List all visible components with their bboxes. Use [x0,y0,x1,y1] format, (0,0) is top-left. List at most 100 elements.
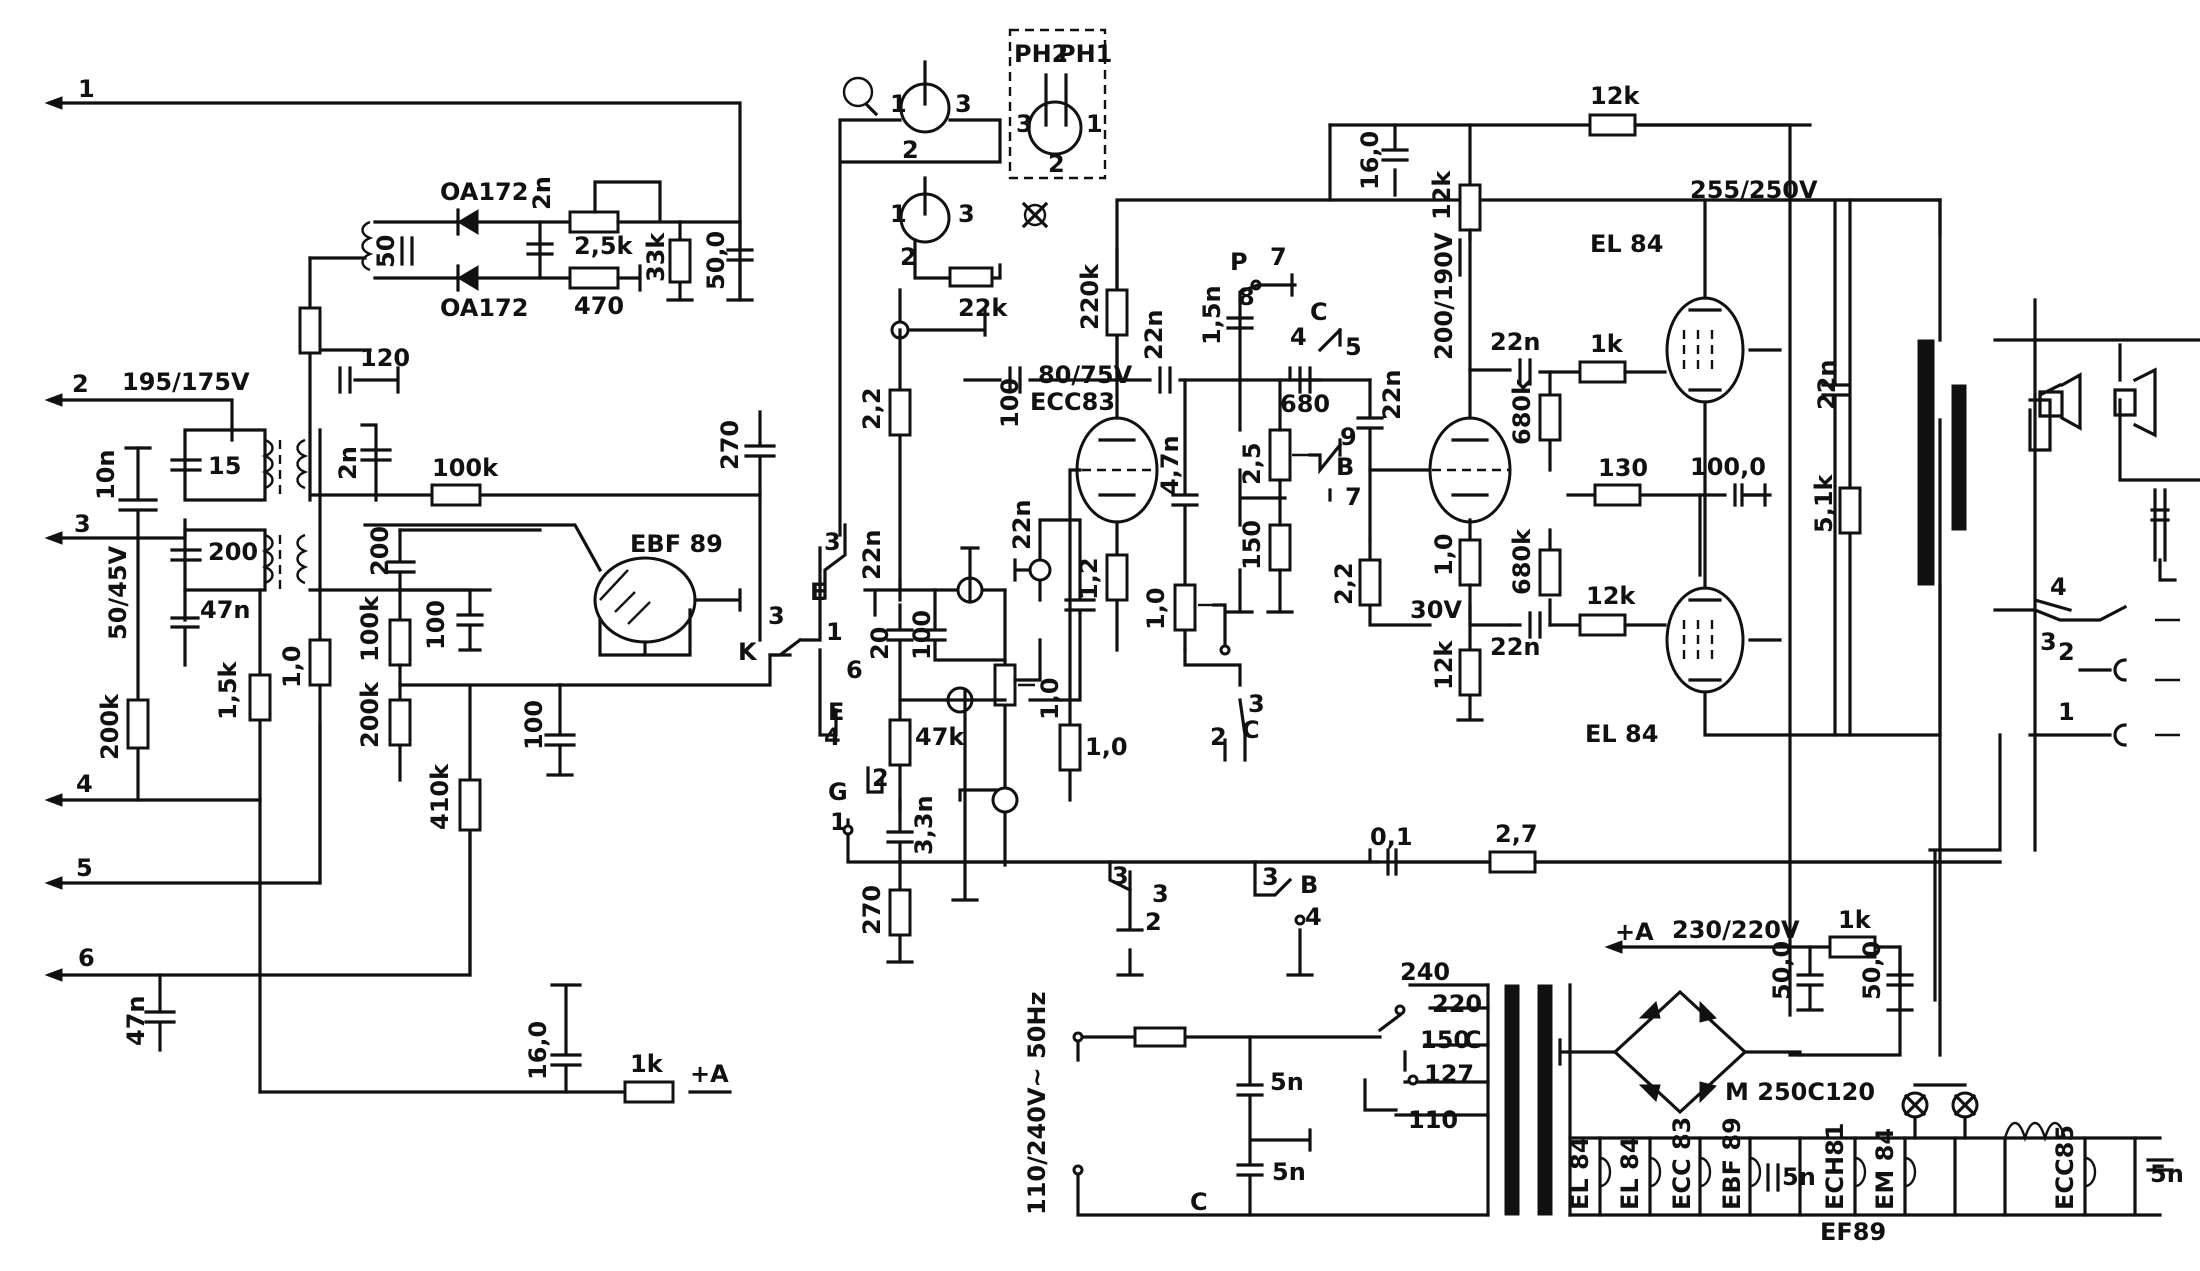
res-1k-g-label: 1k [1590,330,1624,358]
plus-a-left-label: +A [690,1060,729,1088]
input-sockets: 1 3 2 1 3 2 22k PH2 PH1 3 1 2 [838,28,1112,537]
if-transformer-2: 200 47n 1,5k [170,528,309,1094]
cap-15-label: 15 [208,452,241,480]
cap-22n-g-label: 22n [1813,360,1841,410]
sock1-pin2: 2 [902,136,919,164]
cap-22n-e-label: 22n [1490,328,1540,356]
tap-220-label: 220 [1432,990,1482,1018]
out-tag-4: 4 [2050,573,2067,601]
volt-230-label: 230/220V [1672,916,1800,944]
tag-4-b: 4 [1290,323,1307,351]
volt-30-label: 30V [1410,596,1462,624]
cap-100a-label: 100 [422,600,450,650]
cap-100d-label: 100 [996,378,1024,428]
cap-2n-label: 2n [528,176,556,210]
tag-3-b: 3 [824,528,841,556]
sock1-pin3: 3 [955,90,972,118]
cap-22n-f-label: 22n [1490,633,1540,661]
cap-47n-b-label: 47n [122,996,150,1046]
res-470-label: 470 [574,292,624,320]
heater-ebf89: EBF 89 [1718,1117,1746,1210]
ebf89-tube: EBF 89 [363,523,742,657]
res-130-label: 130 [1598,454,1648,482]
res-1k-label: 1k [630,1050,664,1078]
cap-5n-d-label: 5n [2150,1160,2184,1188]
out-tag-3: 3 [2040,628,2057,656]
tag-c1: C [1242,716,1260,744]
cap-50-0b-label: 50,0 [1858,941,1886,1000]
cap-680-label: 680 [1280,390,1330,418]
detector-block: 50 OA172 OA172 2n 2,5k 470 33k 50,0 [308,176,754,322]
feedback-line: 0,1 2,7 3 3 2 3 B 4 [898,820,2002,977]
res-1k5-label: 1,5k [214,660,242,720]
tap-127-label: 127 [1424,1060,1474,1088]
connector-1-label: 1 [78,75,95,103]
heater-ef89: EF89 [1820,1218,1886,1246]
rectifier-label: M 250C120 [1725,1078,1875,1106]
tag-4-a: 4 [824,723,841,751]
connector-5-label: 5 [76,854,93,882]
output-transformer: 4 3 2 1 [1917,198,2200,1002]
res-680k-a-label: 680k [1508,378,1536,445]
cap-100c-label: 100 [908,610,936,660]
cap-2n-b-label: 2n [334,446,362,480]
el84-top-label: EL 84 [1590,230,1663,258]
ph1-label: PH1 [1058,40,1112,68]
cap-500-label: 50,0 [702,231,730,290]
connector-3-label: 3 [74,510,91,538]
heater-el84a: EL 84 [1566,1137,1594,1210]
input-connectors: 1 2 195/175V 3 4 5 6 [44,75,742,982]
tag-1-b: 1 [830,808,847,836]
cap-10n-label: 10n [92,450,120,500]
connector-4-label: 4 [76,770,93,798]
sock2-pin3: 3 [958,200,975,228]
res-12k-b-label: 12k [1586,582,1636,610]
res-2-2a-label: 2,2 [858,387,886,430]
tag-k: K [738,638,758,666]
cap-200a-label: 200 [208,538,258,566]
diode-oa172b-label: OA172 [440,294,528,322]
plus-a-left: 1k +A 16,0 [258,983,732,1104]
power-supply: +A 230/220V 1k 50,0 50,0 M 250C120 240 2… [1023,733,2184,1246]
heater-ecc85: ECC85 [2051,1125,2079,1210]
pot-2-5-label: 2,5 [1238,442,1266,485]
fb-tag-4: 4 [1305,903,1322,931]
cap-16-0-label: 16,0 [1356,131,1384,190]
cap-120-label: 120 [360,344,410,372]
heater-em84: EM 84 [1871,1128,1899,1210]
tag-2-b: 2 [1210,723,1227,751]
input-branch-left: 10n 50/45V 200k [92,446,158,802]
tag-e1: E [810,578,826,606]
if-lower-network: 200 100k 200k 100 1,0 410k 100 47n [122,526,792,1052]
cap-4-7n-label: 4,7n [1156,435,1184,495]
res-100k-b-label: 100k [356,595,384,662]
cap-5n-b-label: 5n [1272,1158,1306,1186]
res-2-2b-label: 2,2 [1330,562,1358,605]
res-33k-label: 33k [642,232,670,282]
cap-22n-a-label: 22n [858,530,886,580]
ecc83-label: ECC83 [1030,388,1115,416]
heater-ech81: ECH81 [1821,1123,1849,1211]
mains-label: 110/240V~ 50Hz [1023,992,1051,1215]
diode-oa172a-label: OA172 [440,178,528,206]
res-1-2-label: 1,2 [1075,557,1103,600]
heater-ecc83: ECC 83 [1668,1117,1696,1210]
tag-1-a: 1 [826,618,843,646]
tag-p: P [1230,248,1248,276]
res-220k-label: 220k [1076,263,1104,330]
res-1-0e-label: 1,0 [1430,533,1458,576]
res-100k-label: 100k [432,454,499,482]
cap-100-0-label: 100,0 [1690,453,1766,481]
tag-g: G [828,778,848,806]
res-12k-top-label: 12k [1590,82,1640,110]
res-410k-label: 410k [426,763,454,830]
tone-control-network: 1,5n P 8 7 4 C 5 680 2,5 150 9 B 7 22n 2… [1198,243,1432,627]
cap-5n-c-label: 5n [1782,1163,1816,1191]
sock1-pin1: 1 [890,90,907,118]
heater-el84b: EL 84 [1616,1137,1644,1210]
connector-6-label: 6 [78,944,95,972]
ph-pin2: 2 [1048,150,1065,178]
res-2-7-label: 2,7 [1495,820,1538,848]
ph2-label: PH2 [1014,40,1068,68]
